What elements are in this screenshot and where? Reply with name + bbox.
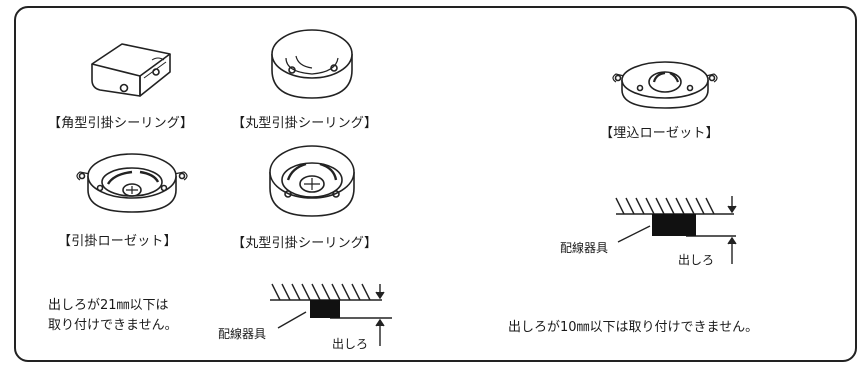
content-frame [14, 6, 857, 362]
protrusion-diagram-right: 配線器具 出しろ [560, 196, 737, 267]
wiring-device-label-right: 配線器具 [560, 240, 608, 255]
protrusion-diagram-left: 配線器具 出しろ [218, 283, 392, 351]
left-note-line-1: 出しろが21㎜以下は [48, 298, 169, 313]
caption-round-ceiling-bottom: 【丸型引掛シーリング】 [232, 236, 378, 251]
embedded-rosette-image [612, 61, 718, 109]
round-ceiling-image-top [271, 29, 353, 99]
square-ceiling-image [91, 43, 171, 97]
caption-round-ceiling-top: 【丸型引掛シーリング】 [232, 116, 378, 131]
protrusion-label-right: 出しろ [678, 253, 714, 267]
caption-square-ceiling: 【角型引掛シーリング】 [48, 116, 194, 131]
protrusion-label-left: 出しろ [332, 337, 368, 351]
round-ceiling-image-bottom [269, 145, 355, 217]
caption-embedded-rosette: 【埋込ローゼット】 [600, 126, 719, 141]
right-note: 出しろが10㎜以下は取り付けできません。 [508, 320, 759, 335]
caption-hook-rosette: 【引掛ローゼット】 [58, 234, 177, 249]
hook-rosette-image [76, 153, 188, 213]
left-note-line-2: 取り付けできません。 [48, 318, 178, 333]
left-note: 出しろが21㎜以下は 取り付けできません。 [48, 296, 178, 336]
wiring-device-label-left: 配線器具 [218, 326, 266, 341]
